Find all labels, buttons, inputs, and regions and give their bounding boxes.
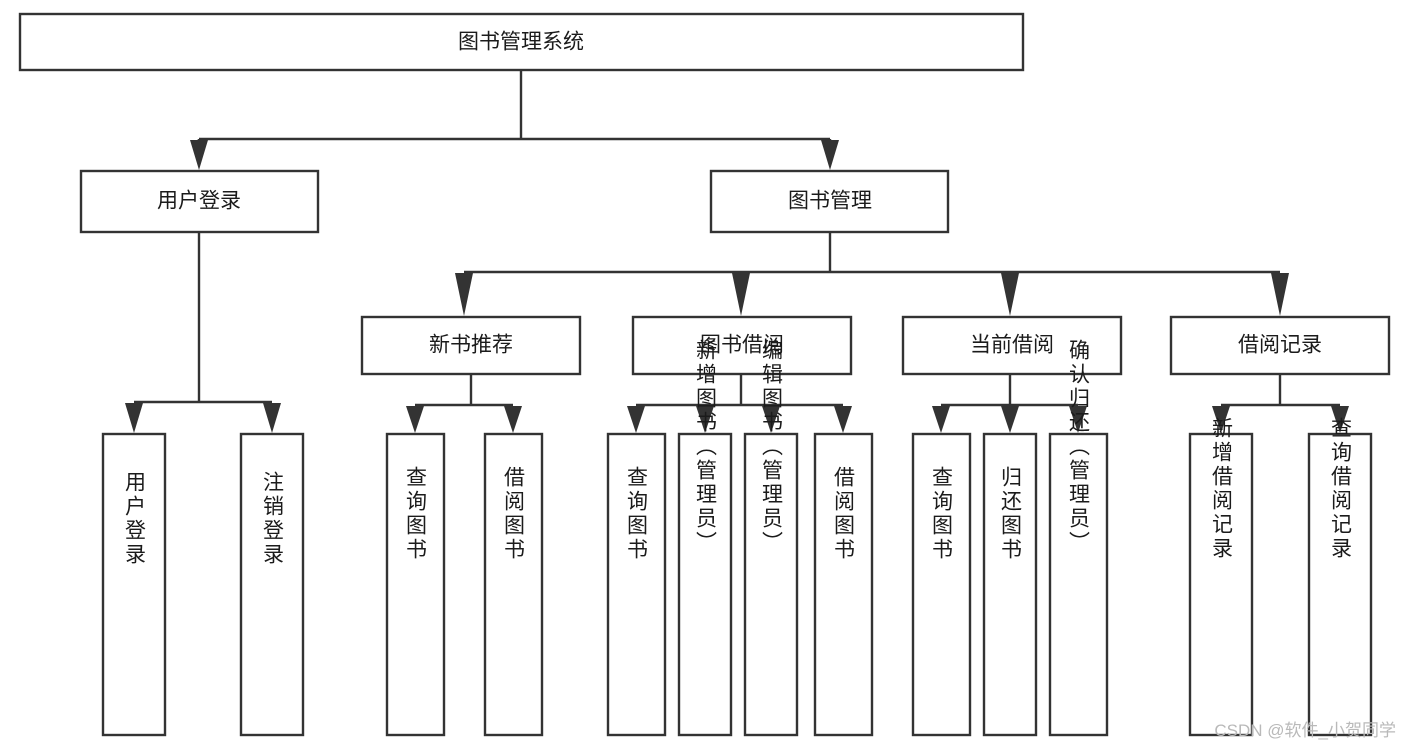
node-user-login-label: 用户登录 [157, 190, 241, 213]
node-leaf-confirm-return[interactable]: 确认归还（管理员） [1048, 339, 1109, 737]
arrow-icon-leaf-user-login [125, 403, 143, 433]
node-current-borrow-label: 当前借阅 [970, 334, 1054, 357]
node-leaf-add-borrow-record[interactable]: 新增借阅记录 [1188, 417, 1254, 737]
arrow-icon-leaf-query-book-borrow [627, 406, 645, 433]
node-new-book-recommend-box [360, 315, 582, 376]
node-new-book-recommend-label: 新书推荐 [429, 334, 513, 357]
node-leaf-confirm-return-box [1048, 432, 1109, 737]
arrow-icon-leaf-borrow-book [834, 406, 852, 433]
node-leaf-borrow-book-recommend-box [483, 432, 544, 737]
node-leaf-borrow-book-label: 借阅图书 [832, 466, 856, 562]
node-leaf-user-login-label: 用户登录 [123, 471, 147, 567]
node-leaf-confirm-return-label: 确认归还（管理员） [1067, 339, 1091, 555]
node-leaf-borrow-book[interactable]: 借阅图书 [813, 432, 874, 737]
node-book-management[interactable]: 图书管理 [709, 169, 950, 234]
node-leaf-query-borrow-record-label: 查询借阅记录 [1329, 417, 1353, 561]
arrow-icon-leaf-query-borrow-record [1331, 406, 1349, 433]
arrow-icon-book-management [821, 140, 839, 170]
arrow-icon-leaf-edit-book [762, 406, 780, 433]
arrow-icon-book-borrow [732, 273, 750, 316]
node-root-box [18, 12, 1025, 72]
node-root-label: 图书管理系统 [458, 31, 584, 54]
node-leaf-logout-label: 注销登录 [261, 471, 285, 567]
node-leaf-query-book-borrow-box [606, 432, 667, 737]
node-leaf-query-book-recommend-box [385, 432, 446, 737]
node-leaf-query-borrow-record[interactable]: 查询借阅记录 [1307, 417, 1373, 737]
node-borrow-records[interactable]: 借阅记录 [1169, 315, 1391, 376]
node-leaf-return-book-label: 归还图书 [999, 466, 1023, 562]
arrow-icon-leaf-borrow-book-recommend [504, 406, 522, 433]
node-leaf-add-book-label: 新增图书（管理员） [694, 339, 718, 555]
arrow-icon-user-login [190, 140, 208, 170]
csdn-watermark: CSDN @软件_小贺同学 [1214, 721, 1396, 740]
node-leaf-query-book-borrow-label: 查询图书 [625, 466, 649, 562]
node-leaf-add-book[interactable]: 新增图书（管理员） [677, 339, 733, 737]
node-leaf-query-book-recommend-label: 查询图书 [404, 466, 428, 562]
node-user-login-box [79, 169, 320, 234]
node-leaf-user-login-box [101, 432, 167, 737]
node-book-borrow-box [631, 315, 853, 376]
node-new-book-recommend[interactable]: 新书推荐 [360, 315, 582, 376]
node-leaf-borrow-book-recommend[interactable]: 借阅图书 [483, 432, 544, 737]
node-current-borrow-box [901, 315, 1123, 376]
node-book-borrow[interactable]: 图书借阅 [631, 315, 853, 376]
node-leaf-query-borrow-record-box [1307, 432, 1373, 737]
node-leaf-user-login[interactable]: 用户登录 [101, 432, 167, 737]
node-leaf-edit-book-box [743, 432, 799, 737]
node-leaf-query-book-recommend[interactable]: 查询图书 [385, 432, 446, 737]
node-leaf-borrow-book-recommend-label: 借阅图书 [502, 466, 526, 562]
node-leaf-return-book[interactable]: 归还图书 [982, 432, 1038, 737]
node-root[interactable]: 图书管理系统 [18, 12, 1025, 72]
node-leaf-add-borrow-record-box [1188, 432, 1254, 737]
arrow-icon-leaf-add-book [696, 406, 714, 433]
arrow-icon-leaf-query-book-current [932, 406, 950, 433]
node-book-management-label: 图书管理 [788, 190, 872, 213]
node-user-login[interactable]: 用户登录 [79, 169, 320, 234]
node-leaf-query-book-current-box [911, 432, 972, 737]
node-current-borrow[interactable]: 当前借阅 [901, 315, 1123, 376]
node-leaf-query-book-current[interactable]: 查询图书 [911, 432, 972, 737]
arrow-icon-borrow-records [1271, 273, 1289, 316]
arrow-icon-new-book-recommend [455, 273, 473, 316]
node-book-management-box [709, 169, 950, 234]
node-leaf-logout[interactable]: 注销登录 [239, 432, 305, 737]
arrow-icon-current-borrow [1001, 273, 1019, 316]
arrow-icon-leaf-logout [263, 403, 281, 433]
node-leaf-query-book-current-label: 查询图书 [930, 466, 954, 562]
node-leaf-borrow-book-box [813, 432, 874, 737]
node-borrow-records-label: 借阅记录 [1238, 334, 1322, 357]
arrow-icon-leaf-add-borrow-record [1212, 406, 1230, 433]
arrow-icon-leaf-query-book-recommend [406, 406, 424, 433]
node-leaf-add-book-box [677, 432, 733, 737]
node-leaf-logout-box [239, 432, 305, 737]
arrow-icon-leaf-return-book [1001, 406, 1019, 433]
node-leaf-edit-book[interactable]: 编辑图书（管理员） [743, 339, 799, 737]
connector-layer [125, 70, 1349, 433]
node-book-borrow-label: 图书借阅 [700, 334, 784, 357]
node-leaf-edit-book-label: 编辑图书（管理员） [760, 339, 784, 555]
node-borrow-records-box [1169, 315, 1391, 376]
node-leaf-return-book-box [982, 432, 1038, 737]
node-leaf-add-borrow-record-label: 新增借阅记录 [1210, 417, 1234, 561]
arrow-icon-leaf-confirm-return [1069, 406, 1087, 433]
node-leaf-query-book-borrow[interactable]: 查询图书 [606, 432, 667, 737]
